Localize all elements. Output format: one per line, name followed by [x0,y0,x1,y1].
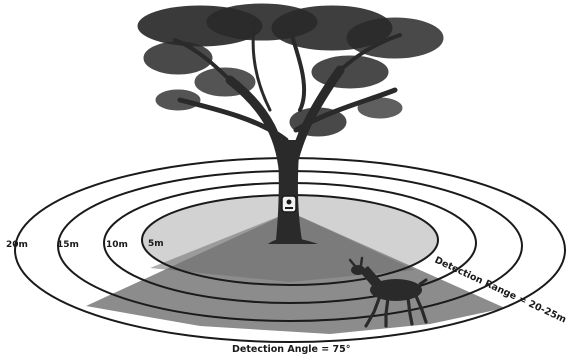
range-label-5m: 5m [148,239,164,249]
range-label-15m: 15m [57,240,79,250]
detection-cone-near [150,212,415,282]
camera-trap-icon [281,195,297,213]
range-label-10m: 10m [106,240,128,250]
tree-icon [137,3,444,244]
deer-icon [348,256,428,328]
detection-angle-caption: Detection Angle = 75° [232,344,351,355]
range-label-20m: 20m [6,240,28,250]
